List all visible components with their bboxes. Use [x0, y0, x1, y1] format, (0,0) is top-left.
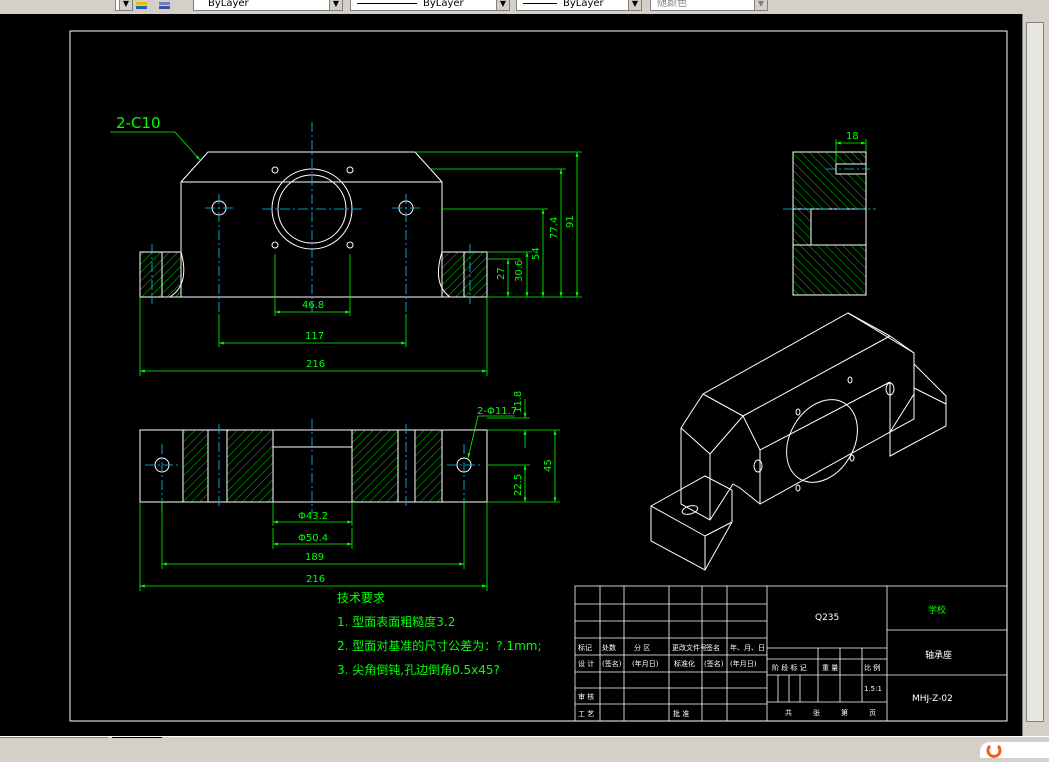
- side-view: [792, 151, 867, 296]
- tech-title: 技术要求: [337, 591, 385, 605]
- chevron-down-icon: ▼: [496, 0, 509, 10]
- lineweight-preview: [523, 3, 557, 4]
- tb-sheet-3: 第: [841, 708, 848, 717]
- tb-sheet-2: 张: [813, 708, 820, 717]
- color-control-dropdown[interactable]: ByLayer ▼: [193, 0, 343, 11]
- tb-row-label-3: 分 区: [634, 643, 650, 652]
- dim-54: 54: [531, 247, 542, 260]
- layer-previous-icon[interactable]: [158, 0, 172, 9]
- side-dim-18: 18: [846, 131, 859, 142]
- status-segment: [0, 737, 108, 742]
- tb-row-label-6: 年、月、日: [730, 643, 765, 652]
- dim-phi-43-2: Φ43.2: [298, 511, 328, 522]
- tb-design-4: 标准化: [674, 659, 695, 668]
- tb-sheet-4: 页: [869, 709, 876, 717]
- plot-style-value: 随颜色: [657, 0, 687, 9]
- side-view-centerlines: [783, 168, 876, 210]
- tech-requirements: 技术要求 1. 型面表面粗糙度3.2 2. 型面对基准的尺寸公差为：?.1mm;…: [337, 591, 542, 677]
- chevron-down-icon: ▼: [628, 0, 641, 10]
- tb-scale: 1.5:1: [864, 685, 882, 693]
- front-view-dimensions: [110, 131, 582, 376]
- top-view-dimensions: [139, 399, 560, 591]
- linetype-preview: [357, 3, 417, 4]
- tb-row-label-1: 标记: [578, 643, 592, 652]
- linetype-control-dropdown[interactable]: ByLayer ▼: [350, 0, 510, 11]
- dim-22-5: 22.5: [513, 474, 524, 496]
- chevron-down-icon: ▼: [754, 0, 767, 10]
- tb-row-label-4: 更改文件号: [672, 643, 707, 652]
- dim-30-6: 30.6: [514, 260, 525, 282]
- drawing-canvas[interactable]: 2-C10 46.8 117 216 27 30.6 54 77.4 91: [0, 14, 1022, 736]
- dim-11-8: 11.8: [513, 391, 524, 413]
- tb-stage-3: 比 例: [864, 663, 880, 672]
- lineweight-control-value: ByLayer: [563, 0, 604, 9]
- tb-design-3: (年月日): [632, 659, 659, 668]
- tech-item-1: 1. 型面表面粗糙度3.2: [337, 614, 455, 629]
- isometric-view: [650, 312, 947, 571]
- dim-189: 189: [305, 552, 324, 563]
- hole-note: 2-Φ11.7: [477, 406, 517, 417]
- tb-approve: 批 准: [673, 709, 689, 718]
- side-view-dimensions: [835, 139, 867, 164]
- tb-drawing-no: MHJ-Z-02: [912, 694, 953, 704]
- title-block: [574, 585, 1008, 722]
- chamfer-note: 2-C10: [116, 114, 161, 132]
- tb-process: 工 艺: [578, 710, 594, 718]
- tb-material: Q235: [815, 613, 839, 623]
- outer-frame: [69, 30, 1008, 722]
- vertical-scrollbar[interactable]: [1022, 14, 1049, 736]
- dim-216: 216: [306, 359, 325, 370]
- chevron-down-icon: ▼: [119, 0, 132, 10]
- tech-item-2: 2. 型面对基准的尺寸公差为：?.1mm;: [337, 638, 542, 653]
- front-view-centerlines: [151, 122, 471, 314]
- tb-sheet-1: 共: [785, 708, 792, 717]
- ime-logo-icon: [986, 744, 1002, 758]
- dim-27: 27: [496, 267, 507, 280]
- tb-design-6: (年月日): [730, 659, 757, 668]
- tb-stage-1: 阶 段 标 记: [772, 663, 807, 672]
- status-bar: [0, 736, 1049, 759]
- layer-icon[interactable]: [135, 0, 149, 9]
- lineweight-control-dropdown[interactable]: ByLayer ▼: [516, 0, 642, 11]
- dim-45: 45: [543, 459, 554, 472]
- ime-indicator[interactable]: [980, 742, 1049, 758]
- tech-item-3: 3. 尖角倒钝,孔边倒角0.5x45?: [337, 663, 500, 677]
- top-view: [139, 429, 488, 503]
- layer-state-dropdown[interactable]: ▼: [115, 0, 133, 11]
- plot-style-dropdown[interactable]: 随颜色 ▼: [650, 0, 768, 11]
- tb-school: 学校: [928, 604, 946, 616]
- dim-77-4: 77.4: [549, 217, 560, 239]
- tb-part-name: 轴承座: [925, 649, 952, 661]
- properties-toolbar: ▼ ByLayer ▼ ByLayer ▼ ByLayer ▼ 随颜色 ▼: [0, 0, 1049, 15]
- status-segment: [112, 737, 162, 742]
- title-block-text: Q235 学校 轴承座 MHJ-Z-02 1.5:1 标记 处数 分 区 更改文…: [578, 604, 953, 718]
- tb-design-5: (签名): [704, 659, 724, 668]
- tb-design-2: (签名): [602, 659, 622, 668]
- tb-stage-2: 重 量: [822, 664, 838, 672]
- dim-216-top: 216: [306, 574, 325, 585]
- top-view-dim-text: 2-Φ11.7 11.8 22.5 45 Φ43.2 Φ50.4 189 216: [298, 391, 554, 585]
- front-view-dim-text: 2-C10 46.8 117 216 27 30.6 54 77.4 91: [116, 114, 576, 370]
- tb-review: 审 核: [578, 692, 594, 701]
- front-view: [139, 151, 488, 298]
- color-control-value: ByLayer: [208, 0, 249, 9]
- chevron-down-icon: ▼: [329, 0, 342, 10]
- dim-91: 91: [565, 215, 576, 228]
- dim-46-8: 46.8: [302, 300, 324, 311]
- dim-phi-50-4: Φ50.4: [298, 533, 328, 544]
- linetype-control-value: ByLayer: [423, 0, 464, 9]
- tb-row-label-5: 签名: [706, 643, 720, 652]
- tb-design-1: 设 计: [578, 659, 594, 668]
- tb-row-label-2: 处数: [602, 643, 616, 652]
- dim-117: 117: [305, 331, 324, 342]
- scrollbar-thumb[interactable]: [1026, 22, 1044, 722]
